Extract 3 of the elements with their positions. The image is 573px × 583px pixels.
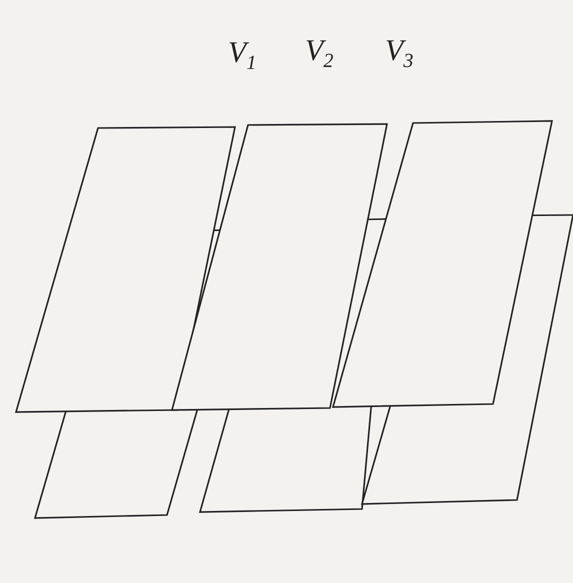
plane-label: V$_{2}$ <box>305 36 334 71</box>
plane-label: V$_{1}$ <box>228 38 256 73</box>
plane-label: V$_{3}$ <box>385 36 414 71</box>
